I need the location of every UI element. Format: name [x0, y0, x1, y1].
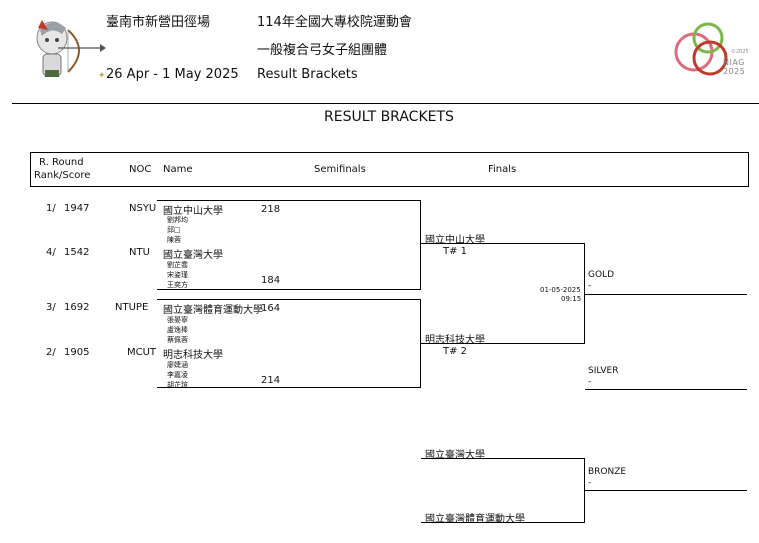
team-rank: 1/	[46, 203, 56, 214]
event-subtitle: 一般複合弓女子組團體	[257, 43, 388, 58]
target-2: T# 2	[443, 346, 468, 357]
team-member: 胡芷瑄	[167, 381, 188, 389]
team-member: 宋姿瑾	[167, 271, 188, 279]
team-member: 盧逸棒	[167, 326, 188, 334]
bracket-line	[421, 522, 585, 523]
logo-year-text: 2025	[723, 67, 746, 76]
team-member: 蔡佩蓉	[167, 336, 188, 344]
team-rank: 3/	[46, 302, 56, 313]
team-score: 1692	[64, 302, 90, 313]
column-header-box	[30, 152, 749, 187]
team-noc: NSYU	[129, 203, 157, 214]
semi-score: 184	[261, 275, 281, 286]
gold-label: GOLD	[588, 270, 615, 280]
bracket-line	[421, 243, 585, 244]
col-finals: Finals	[488, 164, 517, 175]
team-member: 王奕方	[167, 281, 188, 289]
bracket-line	[421, 458, 585, 459]
bronze-label: BRONZE	[588, 467, 627, 477]
silver-label: SILVER	[588, 366, 619, 376]
gold-value: -	[588, 281, 592, 291]
venue: 臺南市新營田徑場	[106, 15, 211, 30]
doc-type: Result Brackets	[257, 67, 358, 82]
team-noc: NTUPE	[115, 302, 149, 313]
target-1: T# 1	[443, 246, 468, 257]
finalist-1: 國立中山大學	[425, 235, 485, 246]
team-noc: MCUT	[127, 347, 157, 358]
bracket-line	[157, 299, 421, 300]
bracket-line	[585, 389, 747, 390]
header-rule	[12, 103, 759, 104]
bracket-line	[157, 387, 421, 388]
bracket-line	[157, 200, 421, 201]
col-rank-line2: Rank/Score	[34, 170, 91, 181]
silver-value: -	[588, 377, 592, 387]
semi-score: 214	[261, 375, 281, 386]
team-rank: 2/	[46, 347, 56, 358]
team-member: 張晏寧	[167, 316, 188, 324]
team-member: 陳蓉	[167, 236, 181, 244]
team-score: 1542	[64, 247, 90, 258]
bronze-team-2: 國立臺灣體育運動大學	[425, 514, 525, 525]
team-member: 李嘉凌	[167, 371, 188, 379]
dates: 26 Apr - 1 May 2025	[106, 67, 239, 82]
bracket-line	[420, 299, 421, 388]
col-semifinals: Semifinals	[314, 164, 366, 175]
bronze-team-1: 國立臺灣大學	[425, 450, 485, 461]
team-member: 廖婕涵	[167, 361, 188, 369]
match-time: 09:15	[561, 295, 582, 303]
team-name: 國立中山大學	[163, 206, 223, 217]
page-title: RESULT BRACKETS	[324, 109, 454, 125]
svg-text:✦: ✦	[98, 71, 106, 81]
finalist-2: 明志科技大學	[425, 335, 485, 346]
bracket-line	[420, 200, 421, 290]
semi-score: 164	[261, 303, 281, 314]
team-score: 1905	[64, 347, 90, 358]
team-name: 國立臺灣大學	[163, 250, 223, 261]
team-noc: NTU	[129, 247, 150, 258]
niag-logo	[672, 16, 750, 82]
team-member: 劉芷喬	[167, 261, 188, 269]
bracket-line	[584, 458, 585, 523]
col-rank-line1: R. Round	[39, 157, 84, 168]
bracket-line	[421, 343, 585, 344]
team-name: 國立臺灣體育運動大學	[163, 305, 263, 316]
match-date: 01-05-2025	[540, 286, 581, 294]
bronze-value: -	[588, 478, 592, 488]
bracket-line	[584, 243, 585, 344]
col-noc: NOC	[129, 164, 152, 175]
bracket-line	[157, 289, 421, 290]
team-rank: 4/	[46, 247, 56, 258]
team-name: 明志科技大學	[163, 350, 223, 361]
event-title: 114年全國大專校院運動會	[257, 15, 412, 30]
team-member: 邱□	[167, 226, 181, 234]
logo-small-text: ©2025	[731, 49, 749, 55]
mascot-logo: ✦	[28, 10, 108, 85]
col-name: Name	[163, 164, 193, 175]
team-member: 劉邦均	[167, 216, 188, 224]
bracket-line	[585, 294, 747, 295]
bracket-line	[585, 490, 747, 491]
team-score: 1947	[64, 203, 90, 214]
logo-niag-text: NIAG	[723, 58, 745, 67]
semi-score: 218	[261, 204, 281, 215]
